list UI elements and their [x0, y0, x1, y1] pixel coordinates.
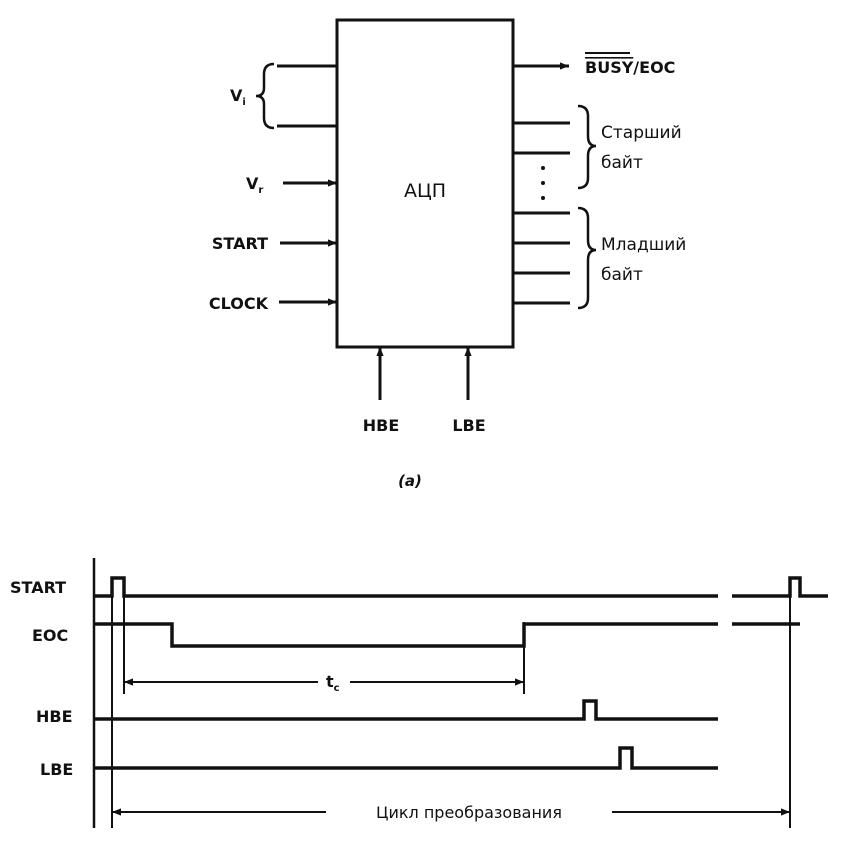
- figure-a-block-diagram: АЦП Vi Vr START CLOCK HBE LBE BUSY/EOC: [209, 18, 686, 490]
- vi-brace: [255, 62, 275, 130]
- hbe-input-label: HBE: [363, 416, 400, 435]
- high-byte-label-line1: Старший: [601, 123, 682, 143]
- timing-hbe-label: HBE: [36, 707, 73, 726]
- lbe-input-label: LBE: [452, 416, 485, 435]
- vr-label: Vr: [246, 174, 263, 196]
- ellipsis-dots: [541, 166, 545, 200]
- eoc-waveform: [94, 622, 718, 648]
- start-input-label: START: [212, 234, 268, 253]
- low-byte-label-line1: Младший: [601, 235, 686, 255]
- busy-eoc-label: BUSY/EOC: [585, 58, 675, 77]
- start-waveform-next: [732, 576, 828, 598]
- timing-eoc-label: EOC: [32, 626, 68, 645]
- lbe-waveform: [94, 746, 718, 770]
- timing-lbe-label: LBE: [40, 760, 73, 779]
- cycle-label: Цикл преобразования: [376, 803, 562, 822]
- hbe-waveform: [94, 699, 718, 721]
- low-byte-brace: [577, 206, 597, 310]
- data-output-lines: [513, 121, 570, 305]
- high-byte-brace: [577, 104, 597, 190]
- adc-block-label: АЦП: [404, 180, 446, 202]
- figure-b-timing-diagram: START EOC HBE LBE tc Цикл преобразования: [10, 558, 828, 828]
- clock-input-label: CLOCK: [209, 294, 269, 313]
- figure-a-caption: (a): [398, 472, 422, 490]
- timing-start-label: START: [10, 578, 66, 597]
- tc-label: tc: [326, 672, 340, 694]
- vi-label: Vi: [230, 86, 246, 108]
- high-byte-label-line2: байт: [601, 153, 643, 173]
- low-byte-label-line2: байт: [601, 265, 643, 285]
- start-waveform: [94, 576, 718, 598]
